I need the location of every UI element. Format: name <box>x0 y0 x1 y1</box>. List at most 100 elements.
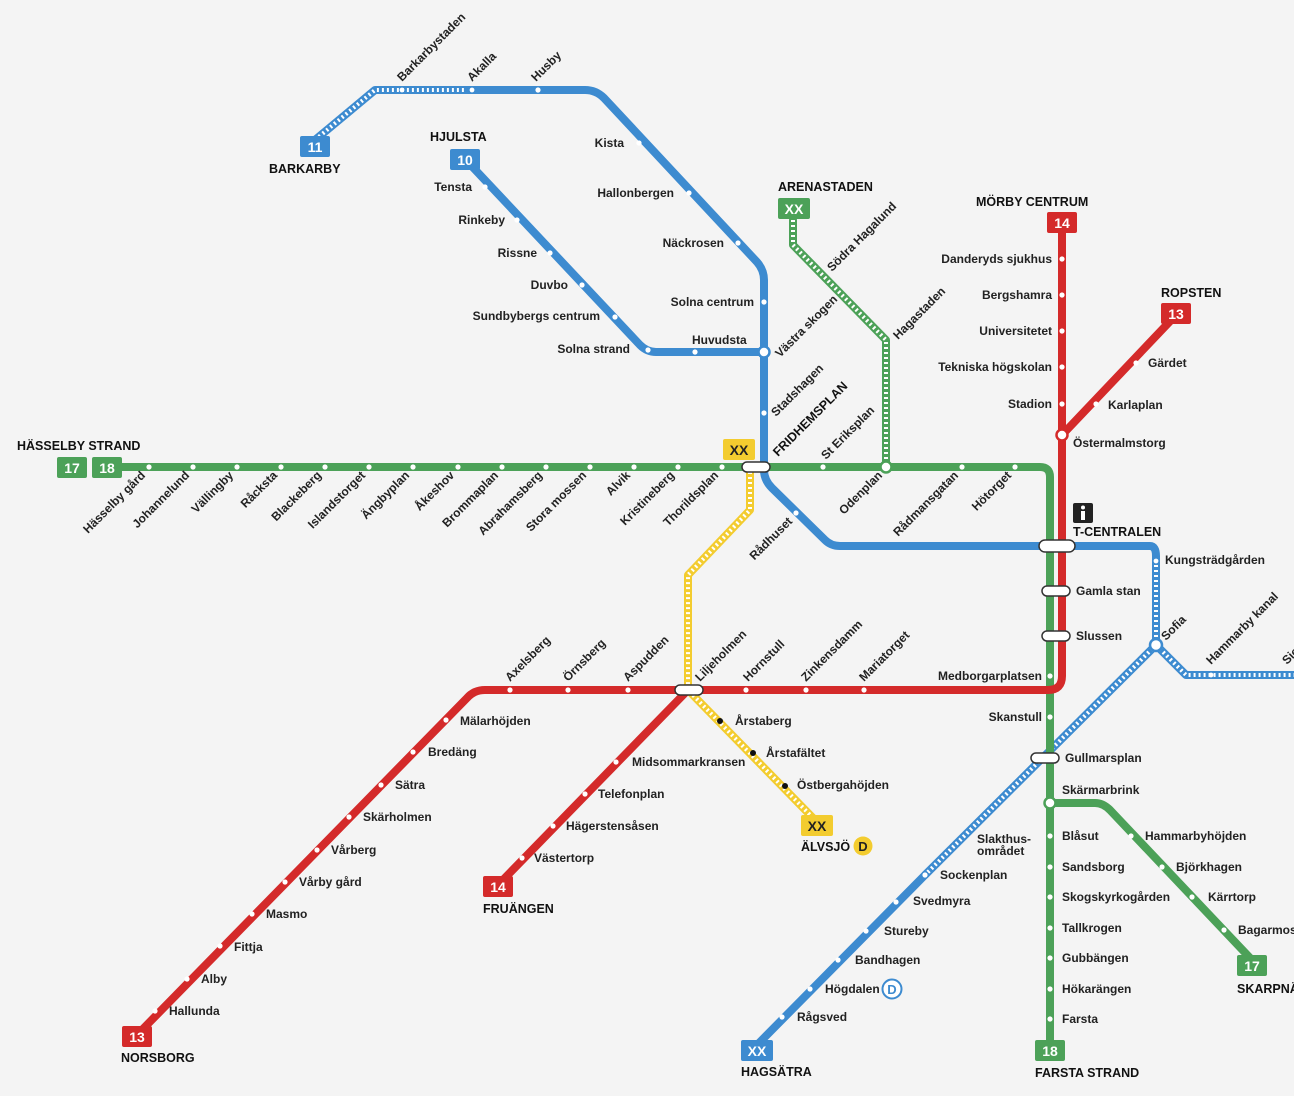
station-label: Fittja <box>234 940 263 954</box>
lines <box>106 86 1294 1054</box>
badge-18-west[interactable]: 18 <box>92 457 122 478</box>
station-dot <box>1133 360 1139 366</box>
station-odenplan[interactable] <box>879 460 893 474</box>
station-dot <box>399 87 405 93</box>
line-red-13-ropsten <box>1058 311 1180 439</box>
station-label: Björkhagen <box>1176 860 1242 874</box>
station-dot <box>803 687 809 693</box>
station-dot <box>587 464 593 470</box>
station-label: Huvudsta <box>692 333 747 347</box>
badge-label: 13 <box>129 1029 145 1045</box>
badge-hagsatra[interactable]: XX <box>741 1040 773 1061</box>
badge-fridhemsplan[interactable]: XX <box>723 439 755 460</box>
station-label: Hallonbergen <box>597 186 674 200</box>
badge-13-ropsten[interactable]: 13 <box>1161 303 1191 324</box>
station-dot <box>1047 955 1053 961</box>
station-dot <box>579 282 585 288</box>
station-gamla-stan[interactable] <box>1041 585 1071 597</box>
station-dot <box>482 184 488 190</box>
station-label: Duvbo <box>531 278 568 292</box>
station-dot <box>217 943 223 949</box>
terminal-farsta-strand: FARSTA STRAND <box>1035 1066 1139 1080</box>
station-dot <box>761 299 767 305</box>
badge-11-barkarby[interactable]: 11 <box>300 136 330 157</box>
commuter-rail-icon[interactable]: D <box>881 978 903 1000</box>
station-ostermalmstorg[interactable] <box>1055 428 1069 442</box>
station-label: Solna strand <box>557 342 630 356</box>
station-label: Kärrtorp <box>1208 890 1256 904</box>
station-label: Sockenplan <box>940 868 1007 882</box>
station-vastra-skogen[interactable] <box>757 345 771 359</box>
commuter-rail-icon[interactable]: D <box>853 836 873 856</box>
station-dot <box>782 783 788 789</box>
terminal-norsborg: NORSBORG <box>121 1051 195 1065</box>
badge-arenastaden[interactable]: XX <box>778 198 810 219</box>
station-sofia[interactable] <box>1148 637 1164 653</box>
station-dot <box>636 140 642 146</box>
station-t-centralen[interactable] <box>1038 539 1076 553</box>
badge-label: XX <box>808 818 827 834</box>
station-fridhemsplan[interactable] <box>741 461 771 473</box>
station-dot <box>1047 864 1053 870</box>
badge-label: 18 <box>1042 1043 1058 1059</box>
badge-label: 11 <box>308 139 323 155</box>
station-dot <box>455 464 461 470</box>
station-dot <box>922 872 928 878</box>
station-label: Kista <box>595 136 625 150</box>
station-label: Hallunda <box>169 1004 220 1018</box>
line-arena-future-dash <box>791 220 888 467</box>
station-label: Medborgarplatsen <box>938 669 1042 683</box>
line-blue-nacka-future-dash <box>1154 560 1294 677</box>
station-dot <box>519 855 525 861</box>
station-label: Rissne <box>498 246 538 260</box>
terminal-t-centralen: T-CENTRALEN <box>1073 525 1161 539</box>
station-dot <box>410 749 416 755</box>
station-label: Svedmyra <box>913 894 971 908</box>
info-icon[interactable] <box>1073 503 1093 523</box>
station-dot <box>469 87 475 93</box>
station-label: Årstaberg <box>735 713 792 728</box>
station-dot <box>1153 558 1159 564</box>
badge-13-norsborg[interactable]: 13 <box>122 1026 152 1047</box>
badge-label: 18 <box>99 460 115 476</box>
badge-10-hjulsta[interactable]: 10 <box>450 149 480 170</box>
interchange-pills <box>674 461 1076 764</box>
badge-18-farsta[interactable]: 18 <box>1035 1040 1065 1061</box>
station-dot <box>249 911 255 917</box>
station-dot <box>152 1008 158 1014</box>
line-badges: 17 18 11 10 XX 14 13 XX XX 14 13 XX 18 1… <box>57 136 1267 1061</box>
station-skarmarbrink[interactable] <box>1043 796 1057 810</box>
station-dot <box>190 464 196 470</box>
station-label: Gamla stan <box>1076 584 1141 598</box>
station-dot <box>1221 927 1227 933</box>
station-dot <box>631 464 637 470</box>
station-dot <box>793 510 799 516</box>
station-dot <box>719 464 725 470</box>
badge-14-fruangen[interactable]: 14 <box>483 876 513 897</box>
station-dot <box>612 314 618 320</box>
station-dot <box>959 464 965 470</box>
station-dot <box>366 464 372 470</box>
station-label: Gärdet <box>1148 356 1187 370</box>
station-label: Universitetet <box>979 324 1052 338</box>
station-label: Västertorp <box>534 851 594 865</box>
station-liljeholmen[interactable] <box>674 684 704 696</box>
station-dot <box>743 687 749 693</box>
terminal-fruangen: FRUÄNGEN <box>483 901 554 916</box>
station-label: Mälarhöjden <box>460 714 531 728</box>
station-dot <box>543 464 549 470</box>
badge-14-morby[interactable]: 14 <box>1047 212 1077 233</box>
station-label: Masmo <box>266 907 307 921</box>
station-dot <box>675 464 681 470</box>
station-dot <box>582 791 588 797</box>
badge-alvsjo[interactable]: XX <box>801 815 833 836</box>
station-label: Näckrosen <box>663 236 724 250</box>
station-slussen[interactable] <box>1041 630 1071 642</box>
station-dot <box>750 750 756 756</box>
badge-17-west[interactable]: 17 <box>57 457 87 478</box>
line-yellow-future <box>684 463 819 824</box>
station-dot <box>1012 464 1018 470</box>
badge-17-skarpnack[interactable]: 17 <box>1237 955 1267 976</box>
station-label: Blåsut <box>1062 829 1099 843</box>
station-gullmarsplan[interactable] <box>1030 752 1060 764</box>
